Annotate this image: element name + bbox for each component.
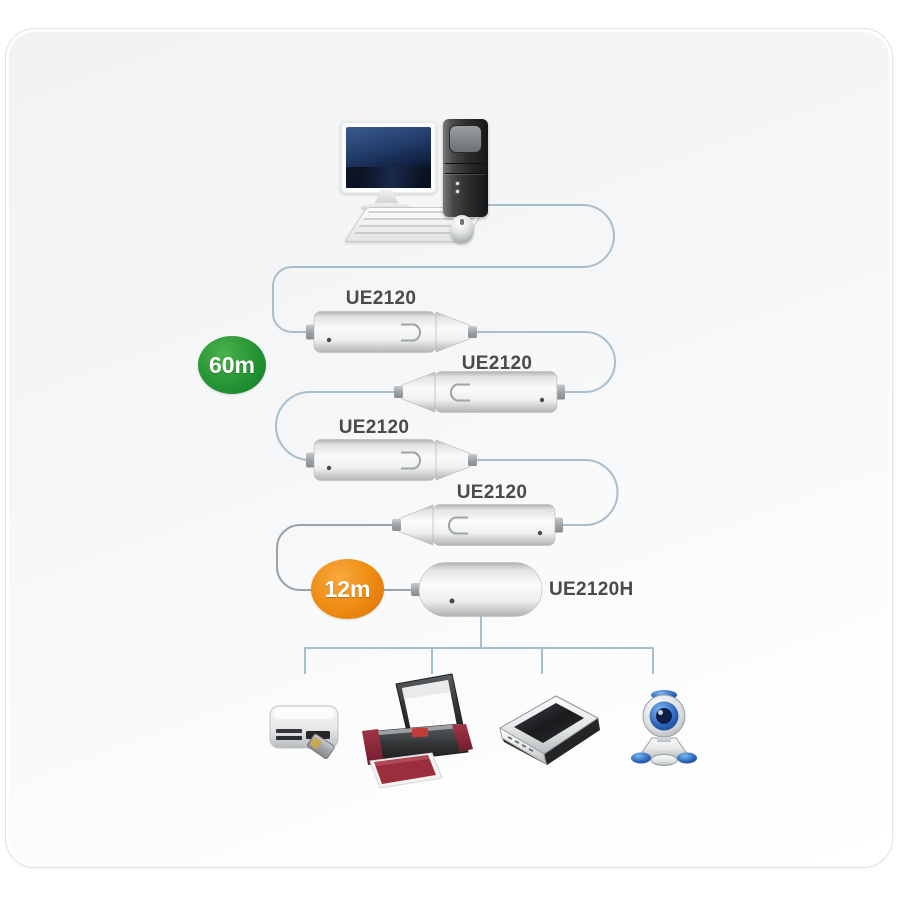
usb-extender-4-icon (392, 504, 563, 546)
cable-extender2-to-extender3 (275, 391, 396, 461)
usb-extender-2-icon (394, 371, 565, 413)
monitor-icon (340, 121, 437, 194)
tower-seam (445, 173, 486, 174)
tower-drive-door (449, 125, 482, 153)
printer-icon (362, 673, 473, 789)
desktop-computer-icon (330, 113, 510, 253)
cable-extender3-to-extender4 (476, 459, 619, 526)
distance-badge-12m: 12m (311, 559, 384, 619)
cable-computer-to-extender1 (272, 204, 615, 333)
distance-badge-60m: 60m (198, 336, 266, 394)
scanner-icon (499, 695, 600, 766)
distance-badge-60m-text: 60m (208, 351, 256, 378)
hub-label: UE2120H (549, 579, 634, 600)
tower-led (456, 182, 459, 185)
monitor-screen (346, 127, 431, 188)
usb-hub-icon (411, 562, 543, 617)
tower-led (456, 190, 459, 193)
distance-badge-12m-text: 12m (324, 575, 371, 602)
monitor-stand (374, 190, 399, 205)
usb-extender-1-icon (306, 311, 477, 353)
cable-extender1-to-extender2 (476, 331, 616, 393)
mouse-icon (450, 215, 474, 243)
card-reader-icon (269, 705, 339, 760)
extender3-label: UE2120 (338, 417, 410, 438)
webcam-icon (631, 690, 697, 766)
tower-seam (445, 163, 486, 164)
usb-extender-3-icon (306, 439, 477, 481)
extender4-label: UE2120 (456, 482, 528, 503)
cable-extender4-to-hub (276, 524, 421, 591)
extender2-label: UE2120 (461, 353, 533, 374)
tower-icon (443, 119, 488, 217)
extender1-label: UE2120 (345, 288, 417, 309)
